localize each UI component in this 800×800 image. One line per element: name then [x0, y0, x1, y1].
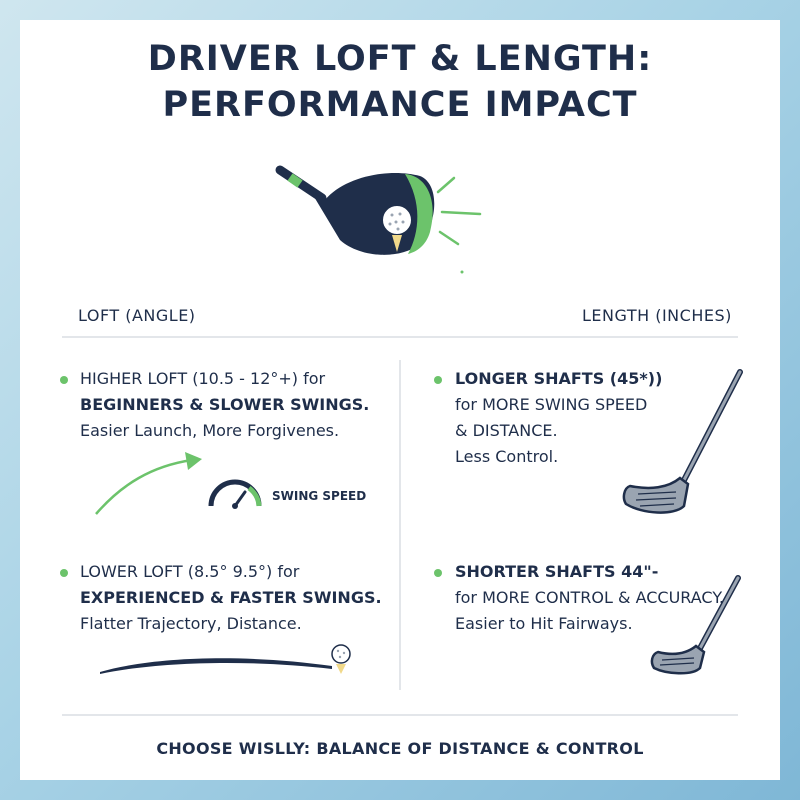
higher-loft-item: HIGHER LOFT (10.5 - 12°+) for BEGINNERS … [80, 366, 369, 444]
footer-divider [62, 714, 738, 716]
shorter-shafts-title: SHORTER SHAFTS 44"- [455, 562, 659, 581]
driver-head-icon [275, 165, 482, 274]
bullet-shorter-shafts [434, 569, 442, 577]
shorter-shafts-detail-2: Easier to Hit Fairways. [455, 614, 633, 633]
longer-shafts-detail-3: Less Control. [455, 447, 559, 466]
page-title: DRIVER LOFT & LENGTH: PERFORMANCE IMPACT [0, 36, 800, 128]
higher-loft-audience: BEGINNERS & SLOWER SWINGS. [80, 395, 370, 414]
header-divider [62, 336, 738, 338]
shorter-shafts-detail-1: for MORE CONTROL & ACCURACY. [455, 588, 724, 607]
higher-loft-benefit: Easier Launch, More Forgivenes. [80, 421, 340, 440]
lower-loft-title: LOWER LOFT (8.5° 9.5°) [80, 562, 273, 581]
column-divider [399, 360, 401, 690]
lower-loft-item: LOWER LOFT (8.5° 9.5°) for EXPERIENCED &… [80, 559, 382, 637]
golf-ball-icon [381, 204, 413, 236]
launch-arc-icon [95, 452, 202, 515]
title-line-1: DRIVER LOFT & LENGTH: [147, 39, 653, 79]
lower-loft-benefit: Flatter Trajectory, Distance. [80, 614, 302, 633]
iron-club-icon [622, 369, 743, 514]
length-heading: LENGTH (INCHES) [582, 306, 732, 325]
bullet-longer-shafts [434, 376, 442, 384]
shorter-shafts-item: SHORTER SHAFTS 44"- for MORE CONTROL & A… [455, 559, 724, 637]
loft-heading: LOFT (ANGLE) [78, 306, 196, 325]
gauge-icon [208, 479, 262, 509]
flat-trajectory-icon [100, 644, 351, 674]
longer-shafts-item: LONGER SHAFTS (45*)) for MORE SWING SPEE… [455, 366, 662, 470]
bullet-lower-loft [60, 569, 68, 577]
golf-ball-tee-icon [331, 644, 351, 664]
gauge-label: SWING SPEED [272, 489, 367, 503]
higher-loft-for: for [298, 369, 326, 388]
longer-shafts-detail-2: & DISTANCE. [455, 421, 558, 440]
lower-loft-audience: EXPERIENCED & FASTER SWINGS. [80, 588, 382, 607]
higher-loft-title: HIGHER LOFT (10.5 - 12°+) [80, 369, 299, 388]
short-iron-club-icon [650, 575, 741, 675]
longer-shafts-detail-1: for MORE SWING SPEED [455, 395, 648, 414]
longer-shafts-title: LONGER SHAFTS (45*)) [455, 369, 663, 388]
bullet-higher-loft [60, 376, 68, 384]
footer-tagline: CHOOSE WISLLY: BALANCE OF DISTANCE & CON… [156, 739, 644, 758]
title-line-2: PERFORMANCE IMPACT [162, 85, 638, 125]
lower-loft-for: for [272, 562, 300, 581]
